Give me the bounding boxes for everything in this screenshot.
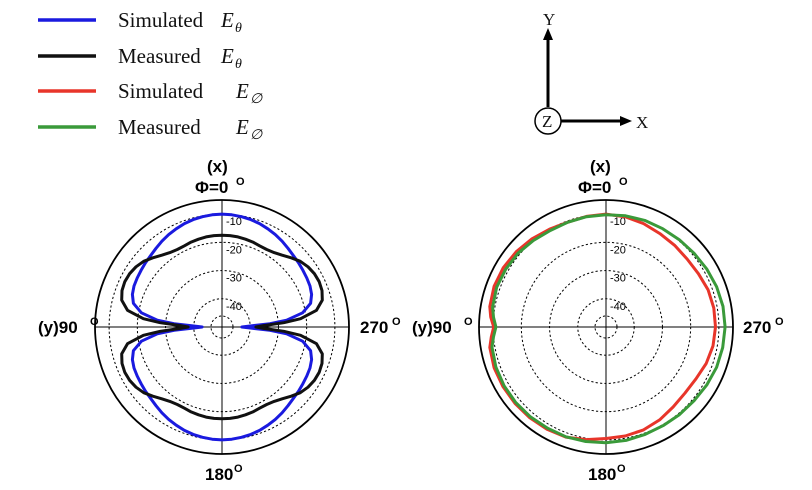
top-label-x: (x) <box>590 157 611 176</box>
y-arrowhead-icon <box>543 28 553 40</box>
legend-symbol-1: E <box>220 8 234 32</box>
ring-tick-label: -10 <box>610 216 626 228</box>
ring-tick-label: -30 <box>226 273 242 285</box>
right-label: 270 <box>360 318 388 337</box>
bottom-label: 180 <box>205 465 233 484</box>
ring-5 <box>594 315 618 339</box>
legend-symbol-3: E <box>235 79 249 103</box>
legend-subscript-2: θ <box>235 57 242 72</box>
z-axis-circle <box>534 107 562 135</box>
legend-label-4: Measured <box>118 115 201 139</box>
left-label: (y)90 <box>412 318 452 337</box>
ring-4 <box>577 298 635 356</box>
legend-entry-3: Simulated E ∅ <box>38 79 263 107</box>
polar-plot-left: -10 -20 -30 -40 (x) Φ=0 O (y)90 O 270 O 180… <box>38 157 401 484</box>
series-sim_theta <box>130 212 314 442</box>
ring-tick-label: -20 <box>610 244 626 256</box>
ring-5 <box>210 315 234 339</box>
legend-label-2: Measured <box>118 44 201 68</box>
legend-subscript-4: ∅ <box>250 128 263 143</box>
legend-entry-1: Simulated E θ <box>38 8 242 36</box>
ring-tick-label: -30 <box>610 273 626 285</box>
x-axis-label: X <box>636 113 648 132</box>
legend-entry-2: Measured E θ <box>38 44 242 72</box>
y-axis-label: Y <box>543 10 555 29</box>
polar-plot-right: -10 -20 -30 -40 (x) Φ=0 O (y)90 O 270 O 180… <box>412 157 784 484</box>
ring-tick-label: -40 <box>226 301 242 313</box>
left-label: (y)90 <box>38 318 78 337</box>
legend-subscript-1: θ <box>235 21 242 36</box>
ring-2 <box>136 241 308 413</box>
ring-tick-label: -10 <box>226 216 242 228</box>
series-sim_phi <box>488 212 717 442</box>
left-label-degree: O <box>90 316 99 328</box>
left-label-degree: O <box>464 316 473 328</box>
top-angle-label: Φ=0 <box>578 178 611 197</box>
legend-label-1: Simulated <box>118 8 204 32</box>
series-meas_phi <box>490 213 727 445</box>
ring-3 <box>165 270 279 384</box>
ring-tick-label: -20 <box>226 244 242 256</box>
ring-3 <box>549 270 663 384</box>
legend: Simulated E θ Measured E θ Simulated E ∅… <box>38 8 263 143</box>
bottom-label-degree: O <box>617 463 626 475</box>
x-arrowhead-icon <box>620 116 632 126</box>
top-angle-degree: O <box>236 176 245 188</box>
right-label-degree: O <box>392 316 401 328</box>
legend-entry-4: Measured E ∅ <box>38 115 263 143</box>
top-angle-label: Φ=0 <box>195 178 228 197</box>
top-angle-degree: O <box>619 176 628 188</box>
series-meas_theta <box>120 233 324 421</box>
legend-symbol-4: E <box>235 115 249 139</box>
ring-2 <box>520 241 692 413</box>
legend-label-3: Simulated <box>118 79 204 103</box>
bottom-label: 180 <box>588 465 616 484</box>
legend-symbol-2: E <box>220 44 234 68</box>
axes-glyph: Y X Z <box>534 10 648 135</box>
z-axis-label: Z <box>542 112 552 131</box>
legend-subscript-3: ∅ <box>250 92 263 107</box>
right-label: 270 <box>743 318 771 337</box>
top-label-x: (x) <box>207 157 228 176</box>
ring-tick-label: -40 <box>610 301 626 313</box>
right-label-degree: O <box>775 316 784 328</box>
bottom-label-degree: O <box>234 463 243 475</box>
